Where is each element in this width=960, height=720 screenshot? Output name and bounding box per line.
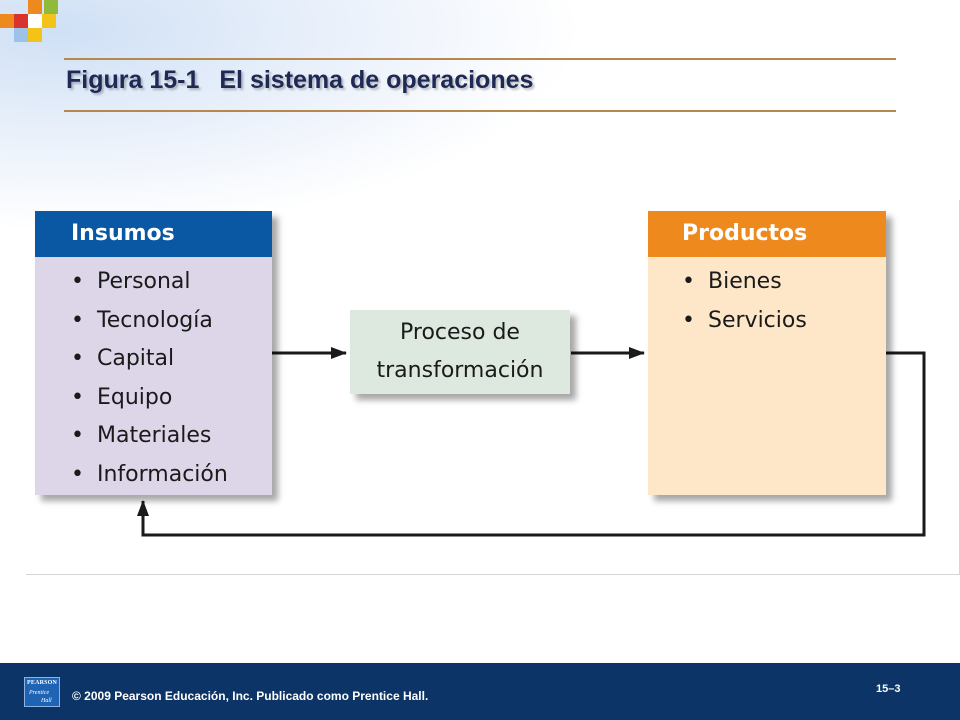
copyright-text: © 2009 Pearson Educación, Inc. Publicado… xyxy=(72,689,429,703)
process-label-line1: Proceso de xyxy=(400,320,520,345)
process-box: Proceso de transformación xyxy=(350,310,570,394)
input-item-equipo: Equipo xyxy=(71,379,272,418)
input-item-tecnologia: Tecnología xyxy=(71,302,272,341)
outputs-list: Bienes Servicios xyxy=(648,257,886,340)
arrow-feedback-loop xyxy=(137,351,926,537)
process-label-line2: transformación xyxy=(376,358,544,383)
input-item-personal: Personal xyxy=(71,263,272,302)
figure-title: El sistema de operaciones xyxy=(219,66,534,94)
background-gradient xyxy=(0,0,960,240)
title-rule-top xyxy=(64,58,896,60)
title-rule-bottom xyxy=(64,110,896,112)
outputs-header: Productos xyxy=(648,211,886,257)
figure-number: Figura 15-1 xyxy=(66,66,200,94)
pearson-prentice-hall-logo: PEARSON Prentice Hall xyxy=(24,677,60,707)
output-item-bienes: Bienes xyxy=(682,263,886,302)
footer-bar xyxy=(0,663,960,720)
input-item-materiales: Materiales xyxy=(71,417,272,456)
outputs-box: Productos Bienes Servicios xyxy=(648,211,886,495)
inputs-box: Insumos Personal Tecnología Capital Equi… xyxy=(35,211,272,495)
input-item-informacion: Información xyxy=(71,456,272,495)
corner-squares-decoration xyxy=(0,0,58,42)
inputs-list: Personal Tecnología Capital Equipo Mater… xyxy=(35,257,272,494)
inputs-header: Insumos xyxy=(35,211,272,257)
slide-title: Figura 15-1 El sistema de operaciones xyxy=(66,66,533,95)
output-item-servicios: Servicios xyxy=(682,302,886,341)
slide-number: 15–3 xyxy=(876,683,901,695)
input-item-capital: Capital xyxy=(71,340,272,379)
